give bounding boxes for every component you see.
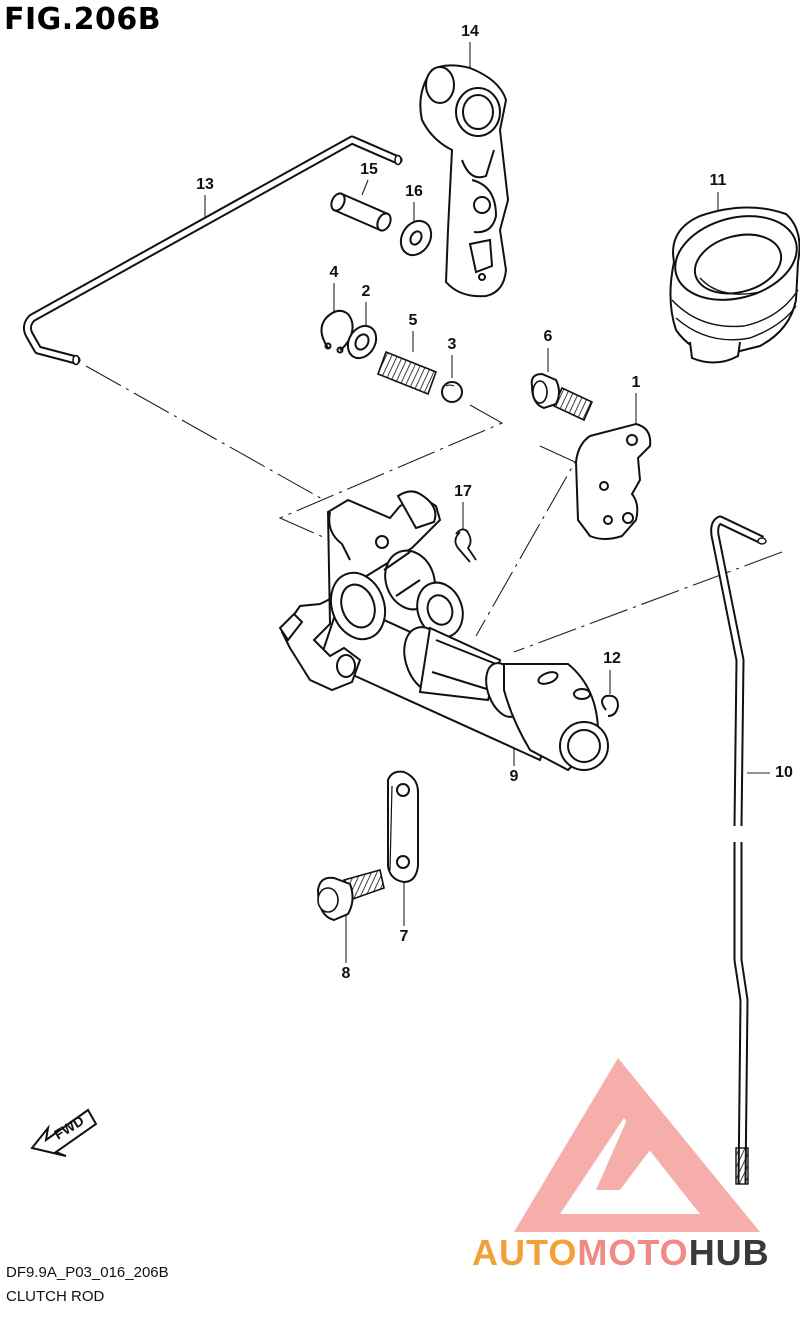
- callout-2: 2: [361, 283, 371, 300]
- part-10-rod: [710, 515, 767, 1185]
- part-14-lever: [419, 64, 510, 298]
- callout-6: 6: [543, 328, 553, 345]
- part-3-ball: [441, 381, 463, 403]
- part-15-pin: [330, 192, 392, 232]
- brand-watermark: AUTOMOTOHUB: [472, 1232, 770, 1274]
- callout-3: 3: [447, 336, 457, 353]
- part-13-rod: [22, 135, 403, 366]
- callout-9: 9: [509, 768, 519, 785]
- brand-part-auto: AUTO: [472, 1232, 578, 1273]
- callout-10: 10: [775, 764, 793, 781]
- callout-12: 12: [603, 650, 621, 667]
- brand-part-moto: MOTO: [577, 1232, 689, 1273]
- leader-lines: [85, 42, 783, 963]
- callout-7: 7: [399, 928, 409, 945]
- part-12-circlip: [601, 694, 620, 717]
- part-2-washer: [346, 324, 378, 360]
- callout-11: 11: [709, 172, 727, 189]
- brand-part-hub: HUB: [688, 1232, 770, 1273]
- callout-14: 14: [461, 23, 479, 40]
- callout-5: 5: [408, 312, 418, 329]
- part-1-bracket: [574, 422, 652, 540]
- callout-4: 4: [329, 264, 339, 281]
- callout-15: 15: [360, 161, 378, 178]
- part-11-grommet: [669, 206, 800, 364]
- part-17-cotter-pin: [454, 528, 477, 563]
- watermark-logo: [514, 1058, 760, 1232]
- callout-8: 8: [341, 965, 351, 982]
- callout-1: 1: [631, 374, 641, 391]
- figure-caption: CLUTCH ROD: [6, 1288, 105, 1305]
- callout-17: 17: [454, 483, 472, 500]
- part-7-link-plate: [387, 770, 419, 884]
- callout-16: 16: [405, 183, 423, 200]
- callout-13: 13: [196, 176, 214, 193]
- figure-title: FIG.206B: [4, 2, 162, 37]
- part-9-shaft-assembly: [278, 490, 609, 772]
- figure-code: DF9.9A_P03_016_206B: [6, 1264, 169, 1281]
- part-5-spring: [376, 350, 438, 396]
- part-6-bolt: [530, 372, 594, 422]
- fwd-arrow-icon: FWD: [30, 1108, 98, 1157]
- part-16-washer: [399, 219, 433, 257]
- part-8-bolt: [316, 869, 385, 922]
